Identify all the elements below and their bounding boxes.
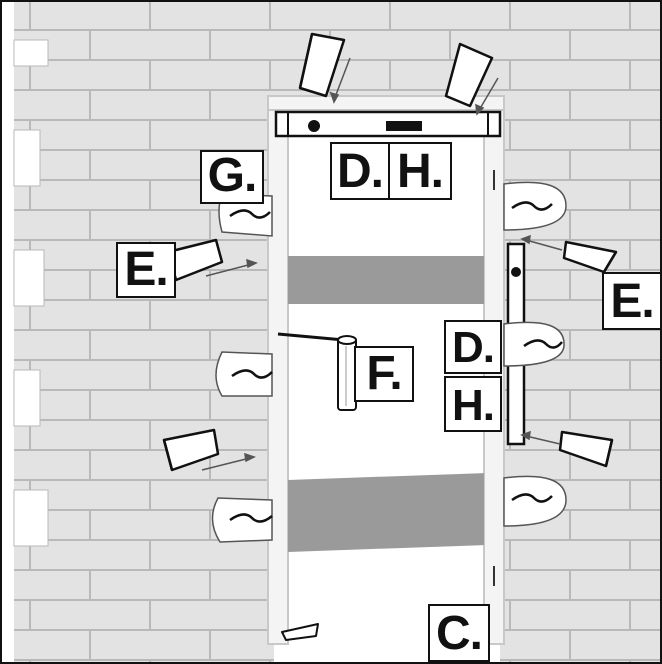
label-e-left: E.	[116, 242, 176, 298]
label-h-top: H.	[388, 142, 452, 200]
spirit-level-icon	[276, 112, 500, 136]
label-d-top: D.	[330, 142, 390, 200]
brace-band-upper	[288, 256, 484, 304]
label-e-right: E.	[602, 272, 662, 330]
glue-squiggle-icon	[216, 352, 272, 396]
glue-squiggle-icon	[212, 498, 272, 542]
label-c: C.	[428, 604, 490, 662]
brace-band-lower	[288, 473, 484, 552]
label-d-side: D.	[444, 320, 502, 374]
label-h-side: H.	[444, 376, 502, 432]
label-g: G.	[200, 150, 264, 204]
label-f: F.	[354, 346, 414, 402]
